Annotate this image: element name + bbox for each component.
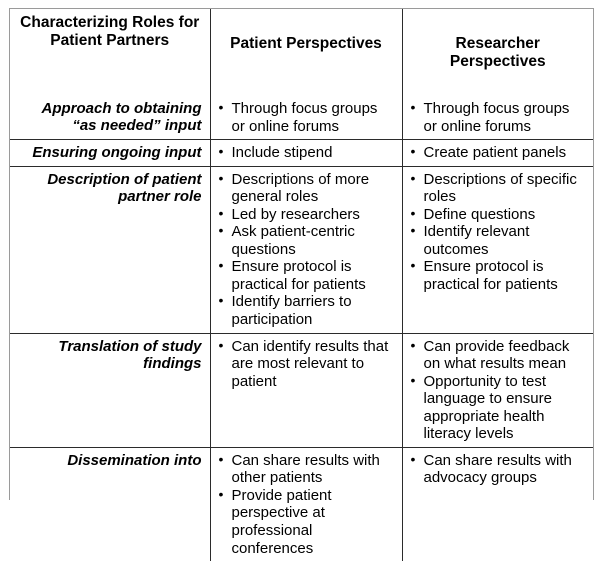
cell-patient-perspectives: Can identify results that are most relev…: [209, 333, 402, 448]
bullet-list: Include stipend: [219, 143, 394, 162]
bullet-item: Include stipend: [219, 143, 394, 162]
bullet-item: Descriptions of more general roles: [219, 170, 394, 206]
table-header-row: Characterizing Roles for Patient Partner…: [10, 9, 593, 96]
bullet-item: Opportunity to test language to ensure a…: [411, 372, 586, 443]
bullet-list: Can provide feedback on what results mea…: [411, 337, 586, 443]
bullet-list: Through focus groups or online forums: [219, 99, 394, 135]
bullet-item: Can share results with other patients: [219, 451, 394, 487]
bullet-list: Can identify results that are most relev…: [219, 337, 394, 391]
bullet-item: Ensure protocol is practical for patient…: [219, 257, 394, 293]
bullet-item: Can share results with advocacy groups: [411, 451, 586, 487]
cell-researcher-perspectives: Descriptions of specific rolesDefine que…: [401, 166, 593, 334]
table-row: Description of patient partner roleDescr…: [10, 166, 593, 334]
bullet-list: Descriptions of specific rolesDefine que…: [411, 170, 586, 294]
cell-researcher-perspectives: Can provide feedback on what results mea…: [401, 333, 593, 448]
table-row: Ensuring ongoing input Include stipend Cre…: [10, 139, 593, 167]
bullet-list: Descriptions of more general rolesLed by…: [219, 170, 394, 329]
row-label: Translation of study findings: [10, 333, 210, 448]
row-label: Description of patient partner role: [10, 166, 210, 334]
bullet-item: Define questions: [411, 205, 586, 224]
bullet-item: Ask patient-centric questions: [219, 222, 394, 258]
bullet-item: Ensure protocol is practical for patient…: [411, 257, 586, 293]
cell-patient-perspectives: Can share results with other patientsPro…: [209, 447, 402, 561]
bullet-item: Through focus groups or online forums: [219, 99, 394, 135]
characterizing-roles-table: Characterizing Roles for Patient Partner…: [10, 9, 593, 561]
bullet-list: Create patient panels: [411, 143, 586, 162]
cell-researcher-perspectives: Can share results with advocacy groups: [401, 447, 593, 561]
row-label: Dissemination into: [67, 451, 202, 469]
bullet-list: Can share results with other patientsPro…: [219, 451, 394, 557]
row-label: Ensuring ongoing input: [10, 139, 210, 167]
bullet-item: Provide patient perspective at professio…: [219, 486, 394, 557]
bullet-list: Can share results with advocacy groups: [411, 451, 586, 487]
table-row: Approach to obtaining “as needed” inputT…: [10, 96, 593, 141]
cell-patient-perspectives: Descriptions of more general rolesLed by…: [209, 166, 402, 334]
row-label: Approach to obtaining “as needed” input: [10, 96, 210, 141]
table-header: Characterizing Roles for Patient Partner…: [10, 9, 593, 96]
cell-patient-perspectives: Through focus groups or online forums: [209, 96, 402, 141]
bullet-item: Can provide feedback on what results mea…: [411, 337, 586, 373]
table-row: Dissemination into Can share results with…: [10, 447, 593, 561]
cell-researcher-perspectives: Through focus groups or online forums: [401, 96, 593, 141]
bullet-item: Led by researchers: [219, 205, 394, 224]
bullet-item: Identify barriers to participation: [219, 292, 394, 328]
bullet-item: Identify relevant outcomes: [411, 222, 586, 258]
column-header-patient-perspectives: Patient Perspectives: [209, 9, 402, 96]
column-header-researcher-perspectives: Researcher Perspectives: [401, 9, 593, 96]
characterizing-roles-table-container: Characterizing Roles for Patient Partner…: [9, 8, 594, 561]
cell-patient-perspectives: Include stipend: [209, 139, 402, 167]
table-row: Translation of study findingsCan identif…: [10, 333, 593, 448]
bullet-item: Through focus groups or online forums: [411, 99, 586, 135]
table-body: Approach to obtaining “as needed” inputT…: [10, 96, 593, 561]
bullet-list: Through focus groups or online forums: [411, 99, 586, 135]
cell-researcher-perspectives: Create patient panels: [401, 139, 593, 167]
column-header-row-label: Characterizing Roles for Patient Partner…: [20, 14, 200, 49]
bullet-item: Create patient panels: [411, 143, 586, 162]
bullet-item: Descriptions of specific roles: [411, 170, 586, 206]
bullet-item: Can identify results that are most relev…: [219, 337, 394, 391]
